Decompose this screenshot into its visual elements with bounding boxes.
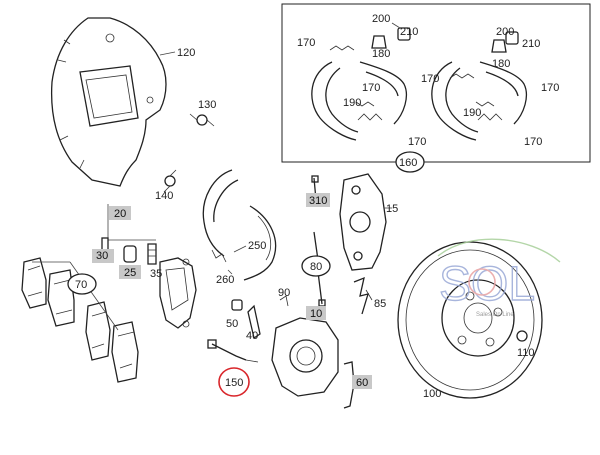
parking-shoe [202, 169, 277, 281]
callout-200b: 200 [496, 26, 514, 38]
callout-25: 25 [124, 267, 136, 279]
callout-170e: 170 [541, 82, 559, 94]
callout-120: 120 [177, 47, 195, 59]
watermark-ring [468, 268, 496, 296]
callout-150: 150 [225, 377, 243, 389]
bolt-130 [189, 113, 215, 127]
callout-260: 260 [216, 274, 234, 286]
watermark-logo: SOL [439, 258, 535, 311]
callout-130: 130 [198, 99, 216, 111]
callout-170b: 170 [362, 82, 380, 94]
guide-pins [311, 175, 326, 307]
callout-170d: 170 [421, 73, 439, 85]
parking-brake-inset [281, 3, 591, 163]
callout-30: 30 [96, 250, 108, 262]
bolt-140 [163, 169, 177, 193]
callout-35: 35 [150, 268, 162, 280]
caliper-bracket [339, 173, 387, 271]
callout-190a: 190 [343, 97, 361, 109]
callout-170f: 170 [524, 136, 542, 148]
anti-rattle-clip [353, 276, 373, 315]
brake-pads [21, 257, 139, 383]
callout-40: 40 [246, 330, 258, 342]
callout-170a: 170 [297, 37, 315, 49]
callout-210b: 210 [522, 38, 540, 50]
disc-screw [516, 330, 528, 342]
callout-190b: 190 [463, 107, 481, 119]
callout-210a: 210 [400, 26, 418, 38]
callout-70: 70 [75, 279, 87, 291]
callout-50: 50 [226, 318, 238, 330]
callout-90: 90 [278, 287, 290, 299]
callout-100: 100 [423, 388, 441, 400]
dust-shield [50, 17, 167, 187]
bleeder-50-40 [231, 299, 261, 340]
callout-170c: 170 [408, 136, 426, 148]
pad-wear-sensor [207, 339, 259, 363]
callout-10: 10 [310, 308, 322, 320]
callout-180b: 180 [492, 58, 510, 70]
callout-80: 80 [310, 261, 322, 273]
caliper-body [271, 295, 339, 397]
label-box-20 [109, 206, 131, 220]
callout-310: 310 [309, 195, 327, 207]
watermark-tagline: Sales On Line [476, 312, 514, 318]
caliper-carrier [159, 257, 197, 329]
callout-85: 85 [374, 298, 386, 310]
callout-180a: 180 [372, 48, 390, 60]
bleeder-and-seals [101, 237, 157, 265]
callout-110: 110 [517, 347, 535, 359]
callout-15: 15 [386, 203, 398, 215]
callout-140: 140 [155, 190, 173, 202]
callout-250: 250 [248, 240, 266, 252]
callout-160: 160 [399, 157, 417, 169]
callout-60: 60 [356, 377, 368, 389]
highlight-circle [218, 367, 250, 397]
sol-watermark: SOL Sales On Line [437, 238, 561, 318]
callout-200a: 200 [372, 13, 390, 25]
callout-20: 20 [114, 208, 126, 220]
watermark-arc [437, 238, 561, 263]
